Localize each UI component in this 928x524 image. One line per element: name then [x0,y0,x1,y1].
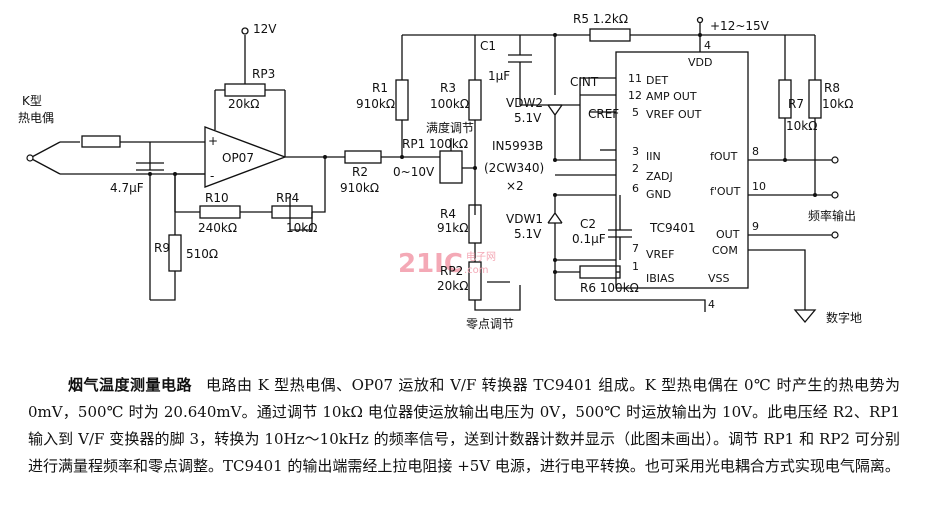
label-cref: CREF [588,107,619,121]
label-r9-value: 510Ω [186,247,218,261]
chip-name: TC9401 [649,221,696,235]
caption-title: 烟气温度测量电路 [68,376,192,394]
label-r7-value: 10kΩ [786,119,817,133]
pin-ibias: IBIAS [646,272,675,285]
label-thermocouple: 热电偶 [18,111,54,125]
label-vdw1: VDW1 [506,212,543,226]
label-vdw1-value: 5.1V [514,227,542,241]
watermark-21ic: 21IC [398,249,463,279]
label-v12: 12V [253,22,277,36]
watermark-sub1: 电子网 [466,250,496,263]
label-r6: R6 100kΩ [580,281,639,295]
label-vdw2: VDW2 [506,96,543,110]
label-cint: CINT [570,75,599,89]
label-rp1: RP1 100kΩ [402,137,468,151]
pin-vss: VSS [708,272,730,285]
circuit-diagram: 21IC 电子网 .com 12V RP3 20kΩ K型 热电偶 + - OP… [18,12,862,331]
label-zero-adjust: 零点调节 [466,317,514,331]
label-rp3-value: 20kΩ [228,97,259,111]
label-full-scale: 满度调节 [426,120,474,135]
pin-num-6: 6 [632,182,639,195]
pin-num-7: 7 [632,242,639,255]
label-r10-value: 240kΩ [198,221,237,235]
label-c2: C2 [580,217,596,231]
label-c1: C1 [480,39,496,53]
pin-gnd: GND [646,188,671,201]
label-rp2-value: 20kΩ [437,279,468,293]
pin-num-3: 3 [632,145,639,158]
label-freq-output: 频率输出 [808,208,856,223]
pin-num-8: 8 [752,145,759,158]
label-r8: R8 [824,81,840,95]
pin-vref: VREF [646,248,674,261]
label-rp3: RP3 [252,67,275,81]
pin-num-11: 11 [628,72,642,85]
label-c2-value: 0.1μF [572,232,606,246]
label-digital-ground: 数字地 [826,310,862,325]
label-2cw340: (2CW340) [484,161,544,175]
label-r3-value: 100kΩ [430,97,469,111]
pin-num-2: 2 [632,162,639,175]
label-rp4: RP4 [276,191,299,205]
label-c1-value: 1μF [488,69,510,83]
label-vdw2-value: 5.1V [514,111,542,125]
pin-fout: fOUT [710,150,738,163]
pin-com: COM [712,244,738,257]
label-op07: OP07 [222,151,254,165]
label-supply: +12~15V [710,19,770,33]
pin-num-12: 12 [628,89,642,102]
label-r4: R4 [440,207,456,221]
label-cap-input: 4.7μF [110,181,144,195]
label-op-minus: - [210,169,214,183]
pin-vdd: VDD [688,56,712,69]
pin-out: OUT [716,228,740,241]
label-r7: R7 [788,97,804,111]
pin-num-5: 5 [632,106,639,119]
pin-fout-prime: f'OUT [710,185,741,198]
pin-amp-out: AMP OUT [646,90,697,103]
label-rp2: RP2 [440,264,463,278]
label-op-plus: + [208,134,218,148]
pin-num-10: 10 [752,180,766,193]
pin-num-1: 1 [632,260,639,273]
label-thermocouple-type: K型 [22,94,42,108]
label-range: 0~10V [393,165,435,179]
label-r5: R5 1.2kΩ [573,12,628,26]
label-in5993b: IN5993B [492,139,543,153]
label-r1-value: 910kΩ [356,97,395,111]
label-rp4-value: 10kΩ [286,221,317,235]
label-r1: R1 [372,81,388,95]
pin-num-9: 9 [752,220,759,233]
label-r4-value: 91kΩ [437,221,468,235]
label-x2: ×2 [506,179,524,193]
pin-vref-out: VREF OUT [646,108,702,121]
label-r2: R2 [352,165,368,179]
caption-body: 电路由 K 型热电偶、OP07 运放和 V/F 转换器 TC9401 组成。K … [28,376,900,475]
pin-zadj: ZADJ [646,170,673,183]
caption-paragraph: 烟气温度测量电路电路由 K 型热电偶、OP07 运放和 V/F 转换器 TC94… [28,372,900,480]
pin-num-4-top: 4 [704,39,711,52]
watermark-sub2: .com [464,265,489,276]
pin-iin: IIN [646,150,661,163]
pin-det: DET [646,74,668,87]
pin-num-4-bottom: 4 [708,298,715,311]
label-r8-value: 10kΩ [822,97,853,111]
label-r3: R3 [440,81,456,95]
label-r2-value: 910kΩ [340,181,379,195]
label-r10: R10 [205,191,229,205]
label-r9: R9 [154,241,170,255]
